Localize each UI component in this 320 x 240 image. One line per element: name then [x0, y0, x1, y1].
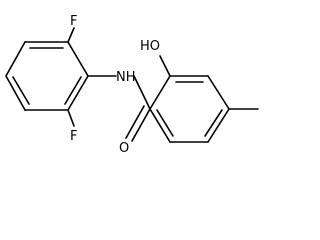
bond-layer [5, 27, 259, 143]
bond-double-inner [12, 76, 30, 105]
bond [67, 27, 75, 43]
bond-double-inner [204, 109, 223, 137]
bond-double-inner [156, 109, 174, 137]
bond [133, 75, 151, 110]
bond-double-inner [64, 76, 82, 105]
bond [207, 75, 230, 110]
bond [5, 75, 26, 111]
fluorine-top-label: F [70, 14, 77, 29]
amide-nh-label: NH [116, 70, 136, 85]
bond [149, 108, 171, 143]
bond [207, 108, 230, 143]
bond [149, 75, 171, 110]
bond [159, 55, 171, 77]
bond [5, 41, 26, 77]
bond [67, 41, 89, 77]
chemical-structure: F F NH HO O [5, 14, 259, 155]
hydroxyl-label: HO [140, 39, 160, 54]
carbonyl-oxygen-label: O [119, 141, 129, 155]
bond [67, 75, 89, 111]
atom-label-layer: F F NH HO O [70, 14, 160, 155]
bond-carbonyl [125, 105, 145, 139]
fluorine-bottom-label: F [70, 129, 77, 144]
bond [67, 109, 75, 127]
bond-carbonyl [131, 108, 151, 142]
